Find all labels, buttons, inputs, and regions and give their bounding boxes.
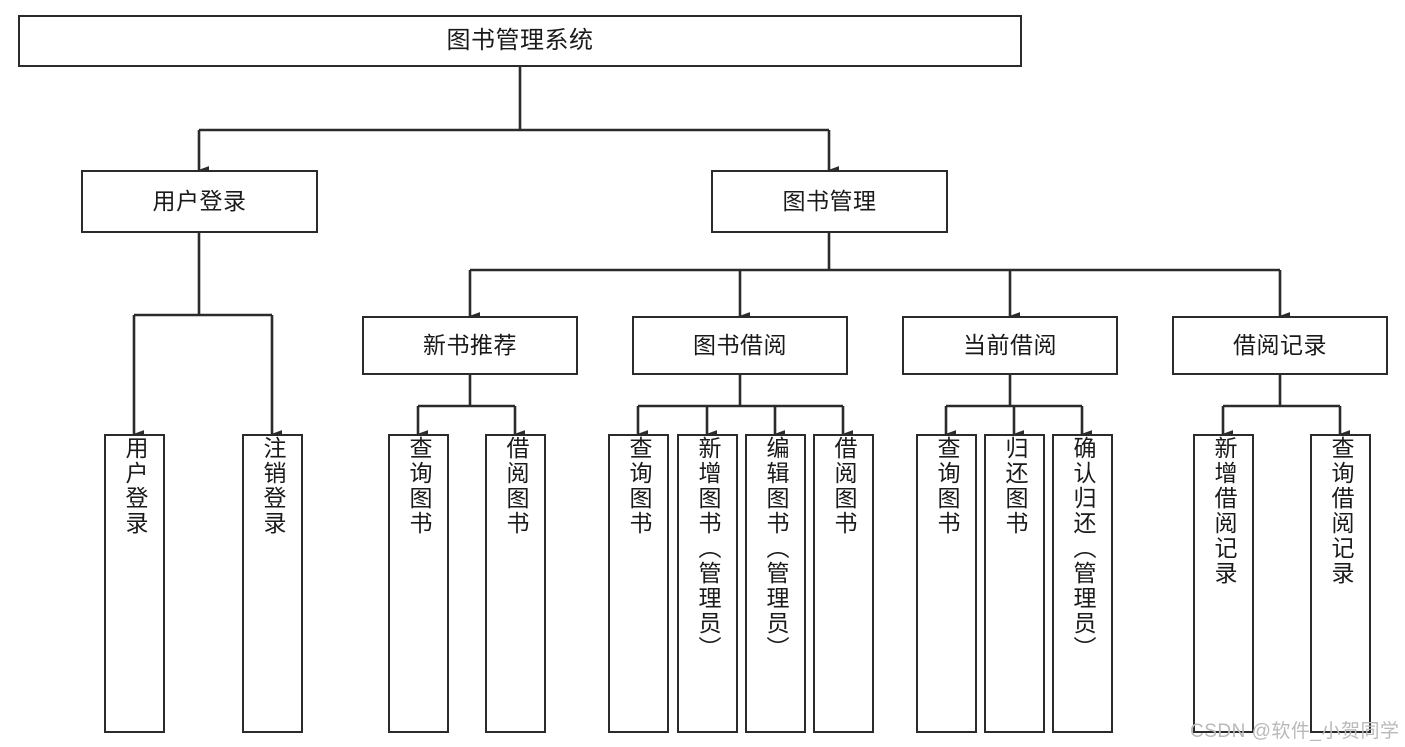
leaf-query-borrow-record[interactable]: 查询借阅记录 <box>1310 434 1371 733</box>
leaf-query-books-recommendation[interactable]: 查询图书 <box>388 434 449 733</box>
node-book-borrow[interactable]: 图书借阅 <box>632 316 848 375</box>
node-label: 用户登录 <box>152 187 247 214</box>
node-new-book-recommendation[interactable]: 新书推荐 <box>362 316 578 375</box>
node-label: 借阅记录 <box>1233 331 1327 358</box>
node-label: 注销登录 <box>260 436 286 536</box>
leaf-return-book[interactable]: 归还图书 <box>984 434 1045 733</box>
node-root-system[interactable]: 图书管理系统 <box>18 15 1022 67</box>
leaf-query-books[interactable]: 查询图书 <box>608 434 669 733</box>
node-label: 查询借阅记录 <box>1328 436 1354 586</box>
leaf-add-borrow-record[interactable]: 新增借阅记录 <box>1193 434 1254 733</box>
leaf-add-book-admin[interactable]: 新增图书（管理员） <box>677 434 738 733</box>
node-label: 借阅图书 <box>831 436 857 536</box>
csdn-watermark: CSDN @软件_小贺同学 <box>1190 721 1400 742</box>
leaf-borrow-books-recommendation[interactable]: 借阅图书 <box>485 434 546 733</box>
node-borrow-records[interactable]: 借阅记录 <box>1172 316 1388 375</box>
leaf-edit-book-admin[interactable]: 编辑图书（管理员） <box>745 434 806 733</box>
leaf-confirm-return-admin[interactable]: 确认归还（管理员） <box>1052 434 1113 733</box>
node-label: 图书借阅 <box>693 331 787 358</box>
node-label: 编辑图书（管理员） <box>763 436 789 661</box>
node-label: 用户登录 <box>122 436 148 536</box>
node-label: 新增图书（管理员） <box>695 436 721 661</box>
node-label: 新书推荐 <box>423 331 517 358</box>
node-label: 当前借阅 <box>963 331 1057 358</box>
node-label: 新增借阅记录 <box>1211 436 1237 586</box>
leaf-logout[interactable]: 注销登录 <box>242 434 303 733</box>
node-label: 归还图书 <box>1002 436 1028 536</box>
node-label: 查询图书 <box>406 436 432 536</box>
node-label: 图书管理 <box>782 187 877 214</box>
node-label: 查询图书 <box>934 436 960 536</box>
node-user-login[interactable]: 用户登录 <box>81 170 318 233</box>
node-book-management[interactable]: 图书管理 <box>711 170 948 233</box>
node-current-borrow[interactable]: 当前借阅 <box>902 316 1118 375</box>
leaf-borrow-book[interactable]: 借阅图书 <box>813 434 874 733</box>
leaf-user-login[interactable]: 用户登录 <box>104 434 165 733</box>
node-label: 借阅图书 <box>503 436 529 536</box>
node-label: 查询图书 <box>626 436 652 536</box>
leaf-query-books-current[interactable]: 查询图书 <box>916 434 977 733</box>
node-label: 图书管理系统 <box>446 26 594 54</box>
node-label: 确认归还（管理员） <box>1070 436 1096 661</box>
